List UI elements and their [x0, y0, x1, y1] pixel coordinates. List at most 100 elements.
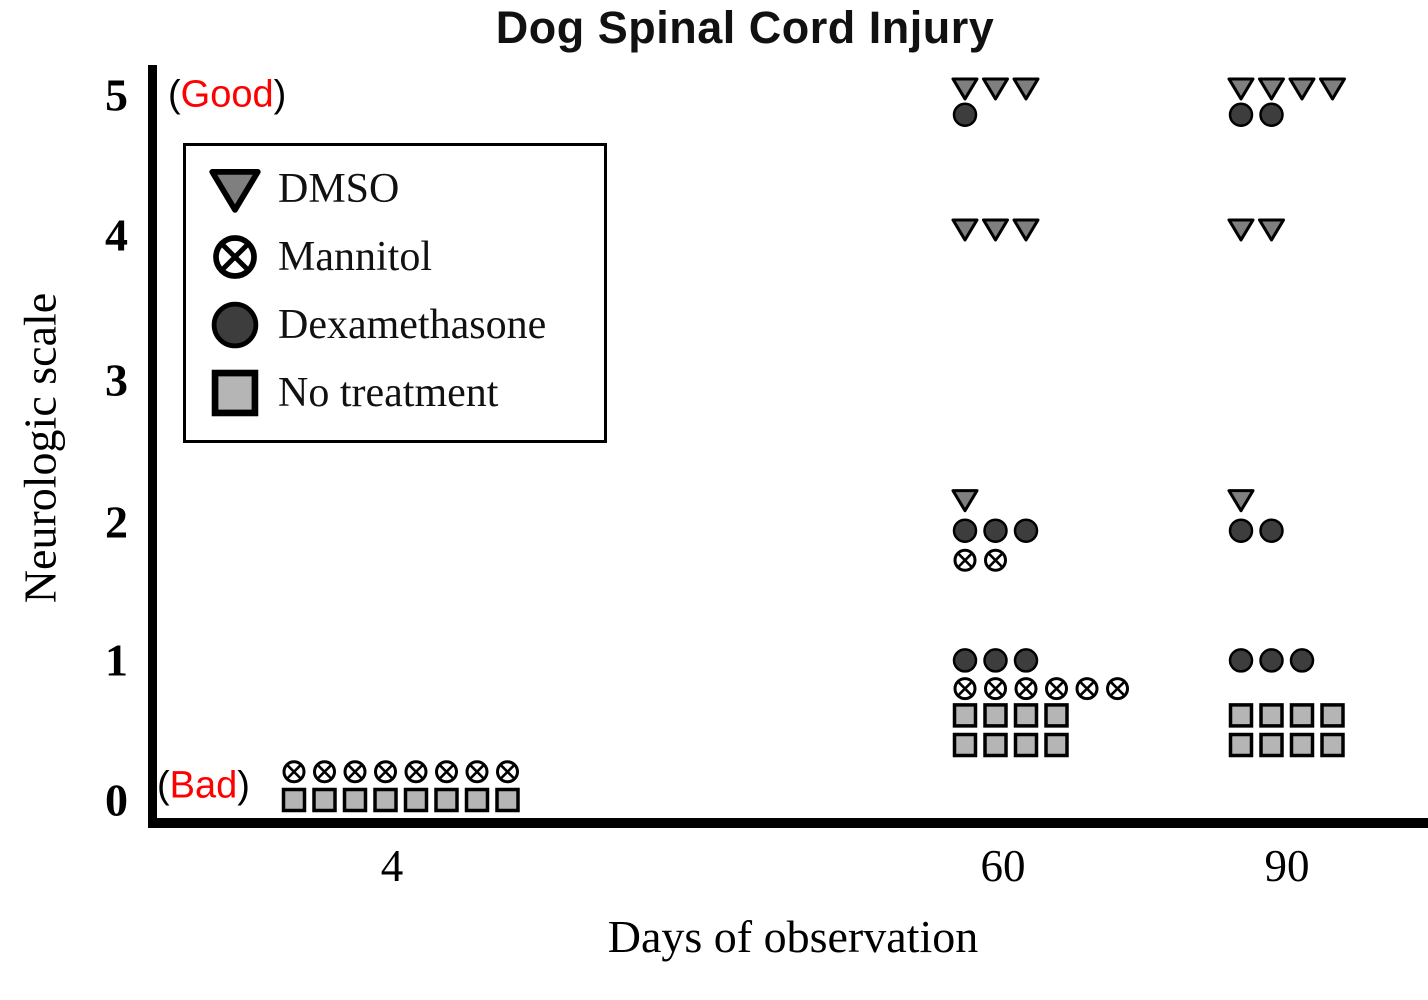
marker-dmso	[1258, 77, 1285, 101]
y-axis-line	[148, 65, 157, 828]
marker-no-treatment	[1228, 703, 1254, 728]
marker-no-treatment	[952, 703, 978, 728]
marker-mannitol	[953, 677, 977, 701]
good-open-paren: (	[168, 73, 181, 116]
marker-no-treatment	[1013, 732, 1039, 758]
marker-dexamethasone	[1228, 102, 1254, 127]
marker-mannitol	[282, 760, 306, 784]
no-treatment-icon	[211, 369, 259, 417]
good-close-paren: )	[273, 73, 287, 116]
dmso-icon-shape	[209, 169, 261, 213]
marker-dmso	[951, 77, 979, 101]
legend-label: No treatment	[278, 370, 499, 416]
legend-label: Mannitol	[278, 234, 432, 280]
marker-dexamethasone	[1259, 518, 1284, 543]
marker-no-treatment	[1259, 703, 1284, 728]
marker-mannitol	[496, 760, 519, 784]
good-annotation: (Good)	[168, 74, 286, 117]
marker-dmso	[1227, 77, 1255, 101]
bad-close-paren: )	[237, 764, 250, 807]
legend-item-mannitol: Mannitol	[206, 224, 594, 290]
marker-dexamethasone	[1013, 648, 1039, 673]
y-tick-4: 4	[105, 209, 128, 261]
legend-label: Dexamethasone	[278, 302, 547, 348]
marker-dmso	[1012, 218, 1040, 242]
mannitol-icon-shape	[213, 235, 257, 279]
marker-mannitol	[404, 760, 428, 784]
marker-mannitol	[374, 760, 397, 784]
y-tick-1: 1	[105, 634, 128, 686]
marker-dmso	[1227, 218, 1255, 242]
marker-mannitol	[465, 760, 489, 784]
dmso-icon	[209, 169, 261, 213]
x-tick-4: 4	[380, 841, 404, 891]
marker-no-treatment	[464, 787, 490, 813]
marker-dexamethasone	[1228, 518, 1254, 543]
bad-annotation: (Bad)	[157, 765, 250, 808]
marker-no-treatment	[1044, 703, 1069, 728]
marker-mannitol	[1106, 677, 1129, 701]
marker-dexamethasone	[1289, 648, 1315, 673]
marker-mannitol	[343, 760, 367, 784]
marker-mannitol	[1045, 677, 1068, 701]
dexamethasone-icon-shape	[211, 301, 259, 349]
marker-dmso	[951, 489, 979, 513]
marker-no-treatment	[373, 787, 398, 813]
y-tick-3: 3	[105, 354, 128, 406]
marker-mannitol	[435, 760, 458, 784]
marker-no-treatment	[1289, 703, 1315, 728]
marker-mannitol	[1014, 677, 1038, 701]
marker-no-treatment	[281, 787, 307, 813]
legend-label: DMSO	[278, 166, 400, 212]
marker-no-treatment	[403, 787, 429, 813]
chart-title: Dog Spinal Cord Injury	[495, 2, 995, 53]
marker-no-treatment	[952, 732, 978, 758]
marker-no-treatment	[1228, 732, 1254, 758]
x-tick-60: 60	[980, 841, 1026, 891]
marker-dmso	[1319, 77, 1346, 101]
no-treatment-icon-shape	[211, 369, 259, 417]
marker-no-treatment	[983, 703, 1008, 728]
mannitol-icon	[213, 235, 257, 279]
marker-mannitol	[1075, 677, 1099, 701]
marker-mannitol	[984, 677, 1007, 701]
marker-dexamethasone	[1259, 102, 1284, 127]
marker-mannitol	[313, 760, 336, 784]
marker-no-treatment	[495, 787, 520, 813]
legend-item-no-treatment: No treatment	[206, 360, 594, 426]
marker-dmso	[982, 77, 1009, 101]
marker-dexamethasone	[1228, 648, 1254, 673]
marker-dexamethasone	[983, 518, 1008, 543]
marker-dmso	[1227, 489, 1255, 513]
legend-item-dmso: DMSO	[206, 156, 594, 222]
marker-dmso	[951, 218, 979, 242]
marker-dmso	[1012, 77, 1040, 101]
y-tick-2: 2	[105, 496, 128, 548]
marker-no-treatment	[1013, 703, 1039, 728]
bad-word: Bad	[169, 764, 238, 807]
marker-dexamethasone	[983, 648, 1008, 673]
marker-no-treatment	[983, 732, 1008, 758]
bad-open-paren: (	[157, 764, 170, 807]
marker-dmso	[1258, 218, 1285, 242]
marker-no-treatment	[1320, 732, 1345, 758]
marker-mannitol	[953, 548, 977, 572]
marker-dexamethasone	[1013, 518, 1039, 543]
marker-no-treatment	[1259, 732, 1284, 758]
good-word: Good	[180, 73, 274, 116]
marker-no-treatment	[434, 787, 459, 813]
y-tick-5: 5	[105, 69, 128, 121]
marker-no-treatment	[1289, 732, 1315, 758]
marker-mannitol	[984, 548, 1007, 572]
y-tick-0: 0	[105, 774, 128, 826]
marker-dmso	[982, 218, 1009, 242]
marker-no-treatment	[1044, 732, 1069, 758]
marker-dexamethasone	[952, 648, 978, 673]
marker-no-treatment	[1320, 703, 1345, 728]
marker-dexamethasone	[1259, 648, 1284, 673]
marker-dexamethasone	[952, 518, 978, 543]
y-axis-label: Neurologic scale	[14, 292, 66, 604]
x-axis-label: Days of observation	[607, 911, 979, 962]
